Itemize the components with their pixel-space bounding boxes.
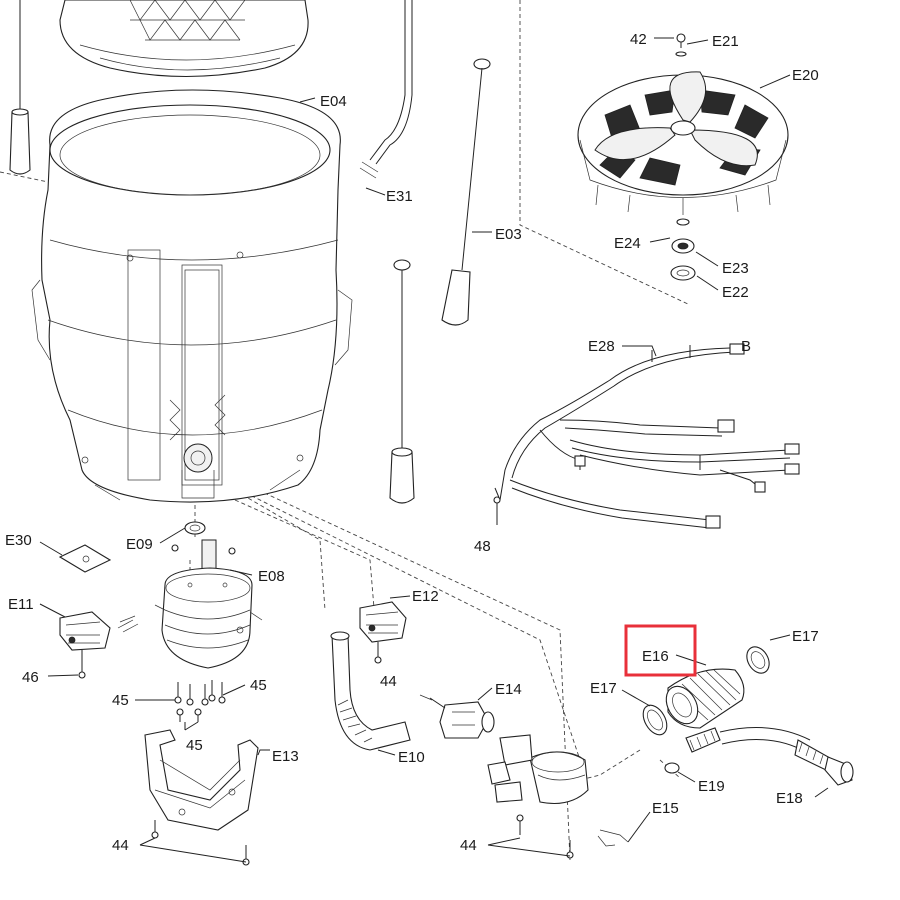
screws-45 — [174, 680, 226, 722]
part-labels: E04 E31 E03 42 E21 E20 E24 E23 E22 E28 B… — [5, 31, 819, 854]
suspension-rod-left — [9, 0, 31, 175]
hose-clamp-right — [746, 646, 770, 674]
bellows-hose-e16 — [665, 668, 745, 729]
pulsator-hardware — [670, 33, 696, 281]
hose-clamp-left — [642, 704, 668, 736]
label-e12: E12 — [412, 588, 439, 605]
label-sticker — [58, 544, 112, 573]
air-tube — [359, 0, 413, 179]
label-e13: E13 — [272, 748, 299, 765]
clutch-motor — [117, 539, 263, 669]
top-basket-partial — [59, 0, 309, 77]
clip-e19 — [664, 762, 680, 774]
label-b: B — [741, 338, 751, 355]
label-e31: E31 — [386, 188, 413, 205]
label-48: 48 — [474, 538, 491, 555]
label-e10: E10 — [398, 749, 425, 766]
washer-e09 — [171, 521, 236, 555]
highlight-box — [624, 624, 697, 677]
label-44-e12: 44 — [380, 673, 397, 690]
label-e14: E14 — [495, 681, 522, 698]
label-e28: E28 — [588, 338, 615, 355]
label-e19: E19 — [698, 778, 725, 795]
label-e08: E08 — [258, 568, 285, 585]
label-e18: E18 — [776, 790, 803, 807]
label-45-right: 45 — [250, 677, 267, 694]
label-44-left: 44 — [112, 837, 129, 854]
label-e24: E24 — [614, 235, 641, 252]
label-e21: E21 — [712, 33, 739, 50]
label-46: 46 — [22, 669, 39, 686]
label-e30: E30 — [5, 532, 32, 549]
label-42: 42 — [630, 31, 647, 48]
leader-lines — [39, 37, 829, 863]
suspension-rod-center — [389, 259, 415, 504]
label-e11: E11 — [8, 596, 34, 613]
label-e16: E16 — [642, 648, 669, 665]
pulsator — [577, 71, 789, 215]
pump-assembly-e15 — [487, 734, 629, 859]
hose-e18 — [685, 727, 854, 786]
label-e17-left: E17 — [590, 680, 617, 697]
label-e17-right: E17 — [792, 628, 819, 645]
drain-motor-e11 — [59, 611, 111, 679]
label-e09: E09 — [126, 536, 153, 553]
valve-e12 — [359, 601, 407, 664]
drain-hose-e10 — [330, 631, 411, 751]
outer-tub — [31, 89, 353, 503]
label-e22: E22 — [722, 284, 749, 301]
label-44-mid: 44 — [460, 837, 477, 854]
motor-bracket — [144, 729, 259, 866]
label-e03: E03 — [495, 226, 522, 243]
wire-harness — [494, 343, 800, 529]
label-e23: E23 — [722, 260, 749, 277]
label-45-left: 45 — [112, 692, 129, 709]
screw-48 — [493, 496, 501, 525]
label-45-bottom: 45 — [186, 737, 203, 754]
label-e04: E04 — [320, 93, 347, 110]
suspension-rod-e03 — [441, 58, 491, 326]
drain-pump-e14 — [419, 694, 495, 739]
label-e20: E20 — [792, 67, 819, 84]
label-e15: E15 — [652, 800, 679, 817]
